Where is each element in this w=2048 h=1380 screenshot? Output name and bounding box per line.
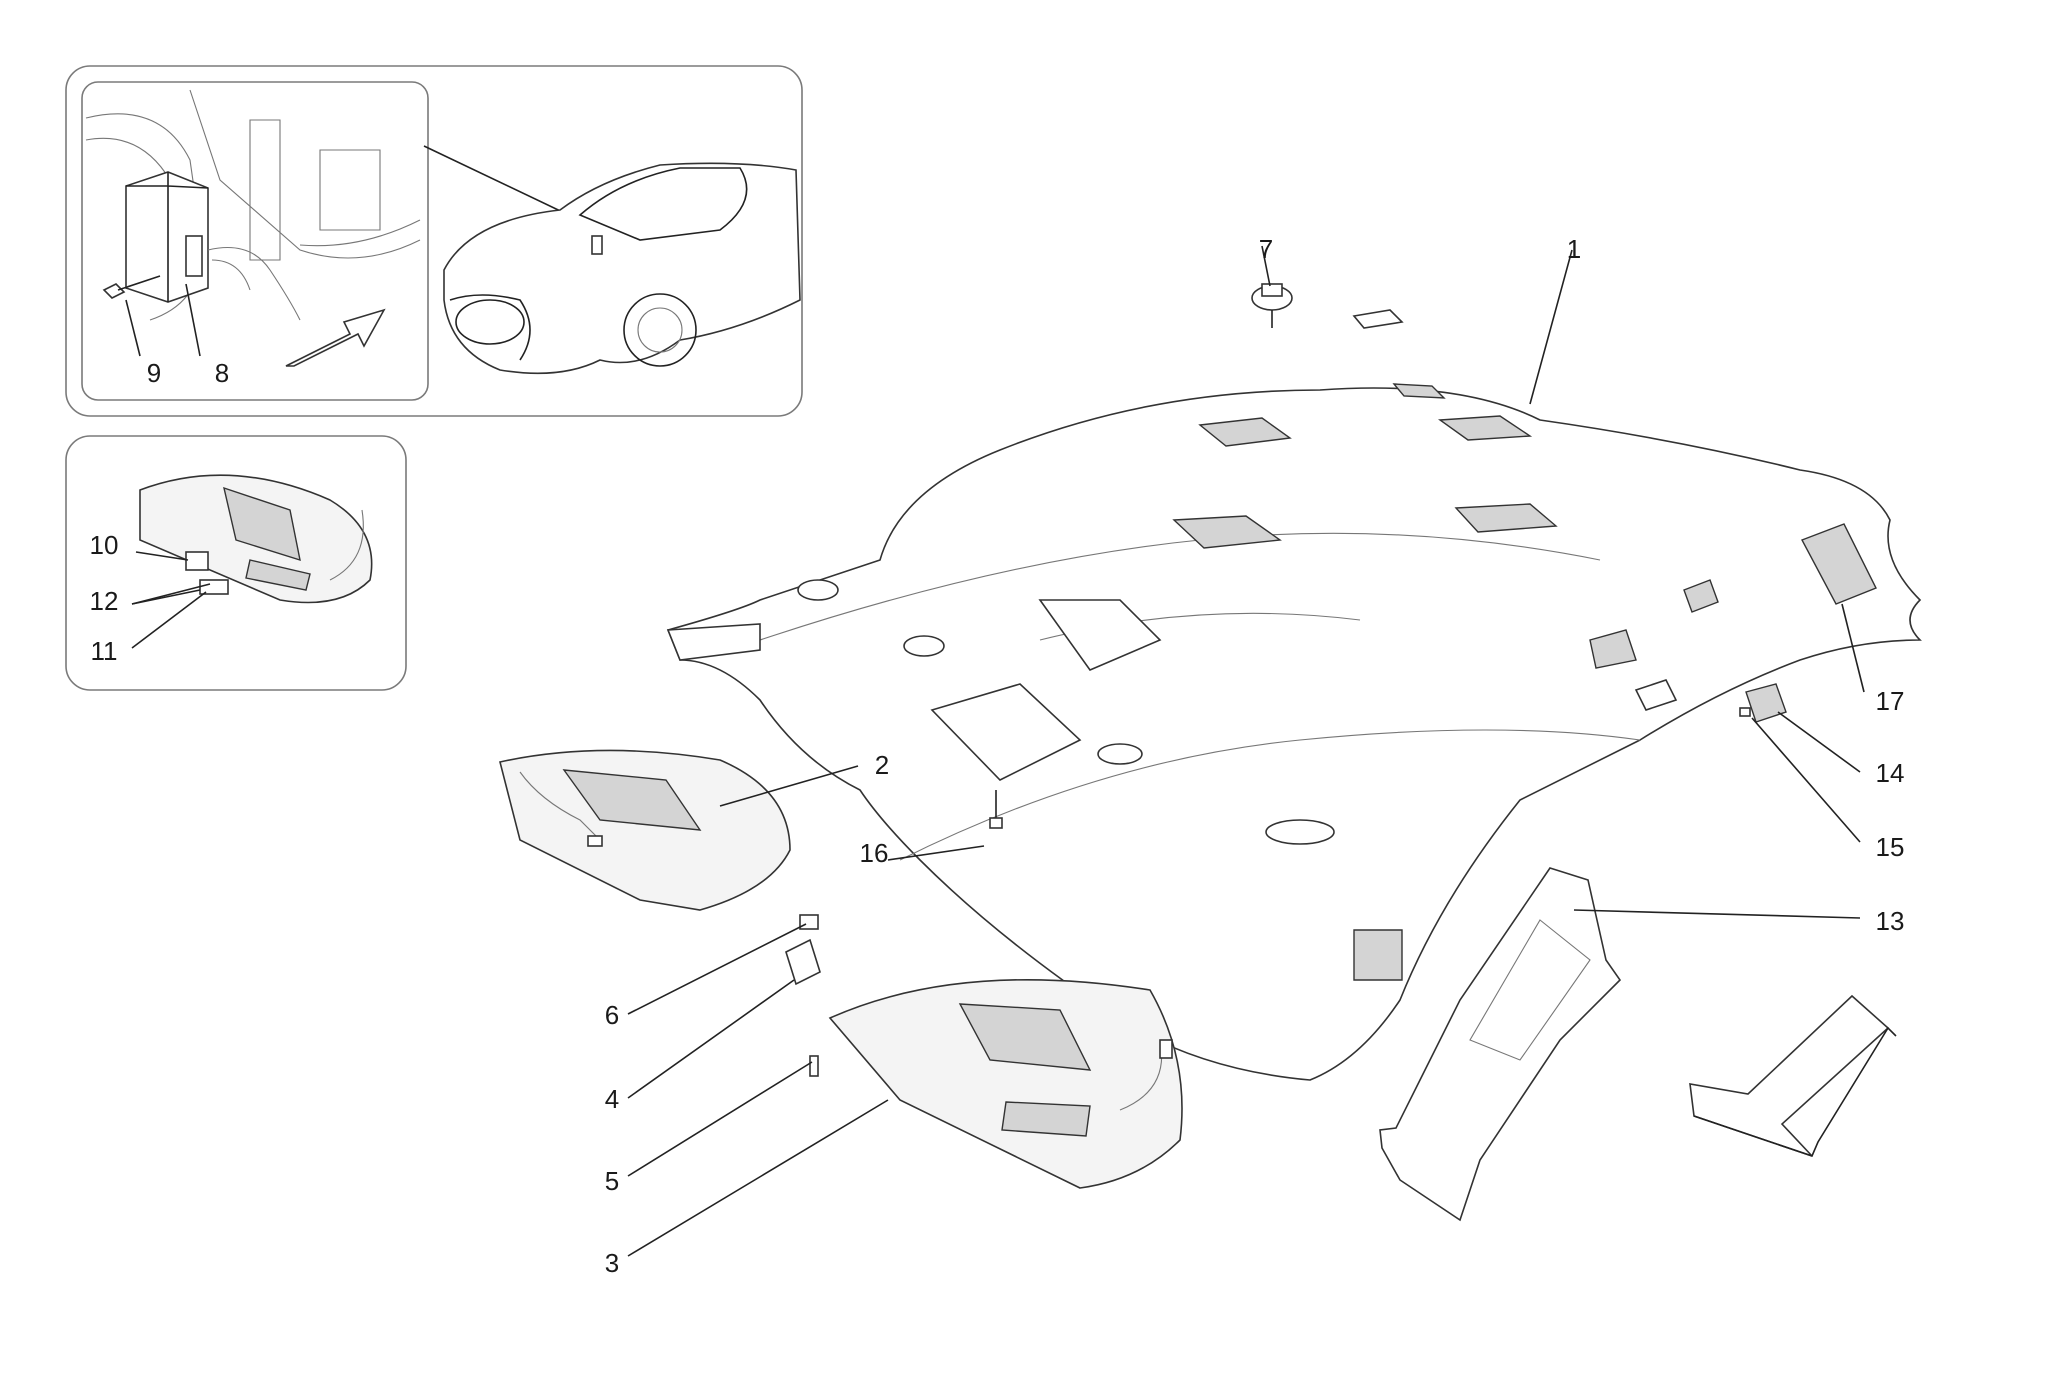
- control-unit-8: [125, 171, 301, 321]
- speaker-grille-17: [1801, 523, 1877, 605]
- callout-4: 4: [605, 1084, 619, 1114]
- callout-11: 11: [91, 636, 118, 666]
- leader-lines: [125, 245, 1865, 1257]
- callout-16: 16: [860, 838, 889, 868]
- sun-visor-3: [828, 979, 1183, 1189]
- callout-2: 2: [875, 750, 889, 780]
- screw-16: [989, 790, 1003, 829]
- bolt-9: [102, 275, 161, 299]
- sun-visor-2: [499, 749, 791, 911]
- callout-3: 3: [605, 1248, 619, 1278]
- callout-9: 9: [147, 358, 161, 388]
- callout-8: 8: [215, 358, 229, 388]
- callout-7: 7: [1259, 234, 1273, 264]
- callout-15: 15: [1876, 832, 1905, 862]
- sensor-chip: [1352, 309, 1404, 329]
- clip-14: [1739, 683, 1787, 723]
- callout-5: 5: [605, 1166, 619, 1196]
- direction-arrow-inset: [285, 308, 386, 367]
- headliner-1: [666, 383, 1922, 1081]
- callout-1: 1: [1567, 234, 1581, 264]
- direction-arrow: [1689, 994, 1897, 1157]
- callout-6: 6: [605, 1000, 619, 1030]
- inset-sun-visor: [65, 435, 407, 691]
- pillar-trim-13: [1379, 867, 1622, 1222]
- bracket-4: [785, 914, 821, 1077]
- callout-13: 13: [1876, 906, 1905, 936]
- bracket-7: [1251, 283, 1293, 328]
- inset-control-unit: [65, 65, 803, 417]
- car-illustration: [443, 162, 801, 375]
- callout-10: 10: [90, 530, 119, 560]
- callout-labels: 7 1 2 16 6 4 5 3 9 8 10 12 11 17 14 15 1…: [90, 234, 1905, 1278]
- callout-17: 17: [1876, 686, 1905, 716]
- callout-14: 14: [1876, 758, 1905, 788]
- callout-12: 12: [90, 586, 119, 616]
